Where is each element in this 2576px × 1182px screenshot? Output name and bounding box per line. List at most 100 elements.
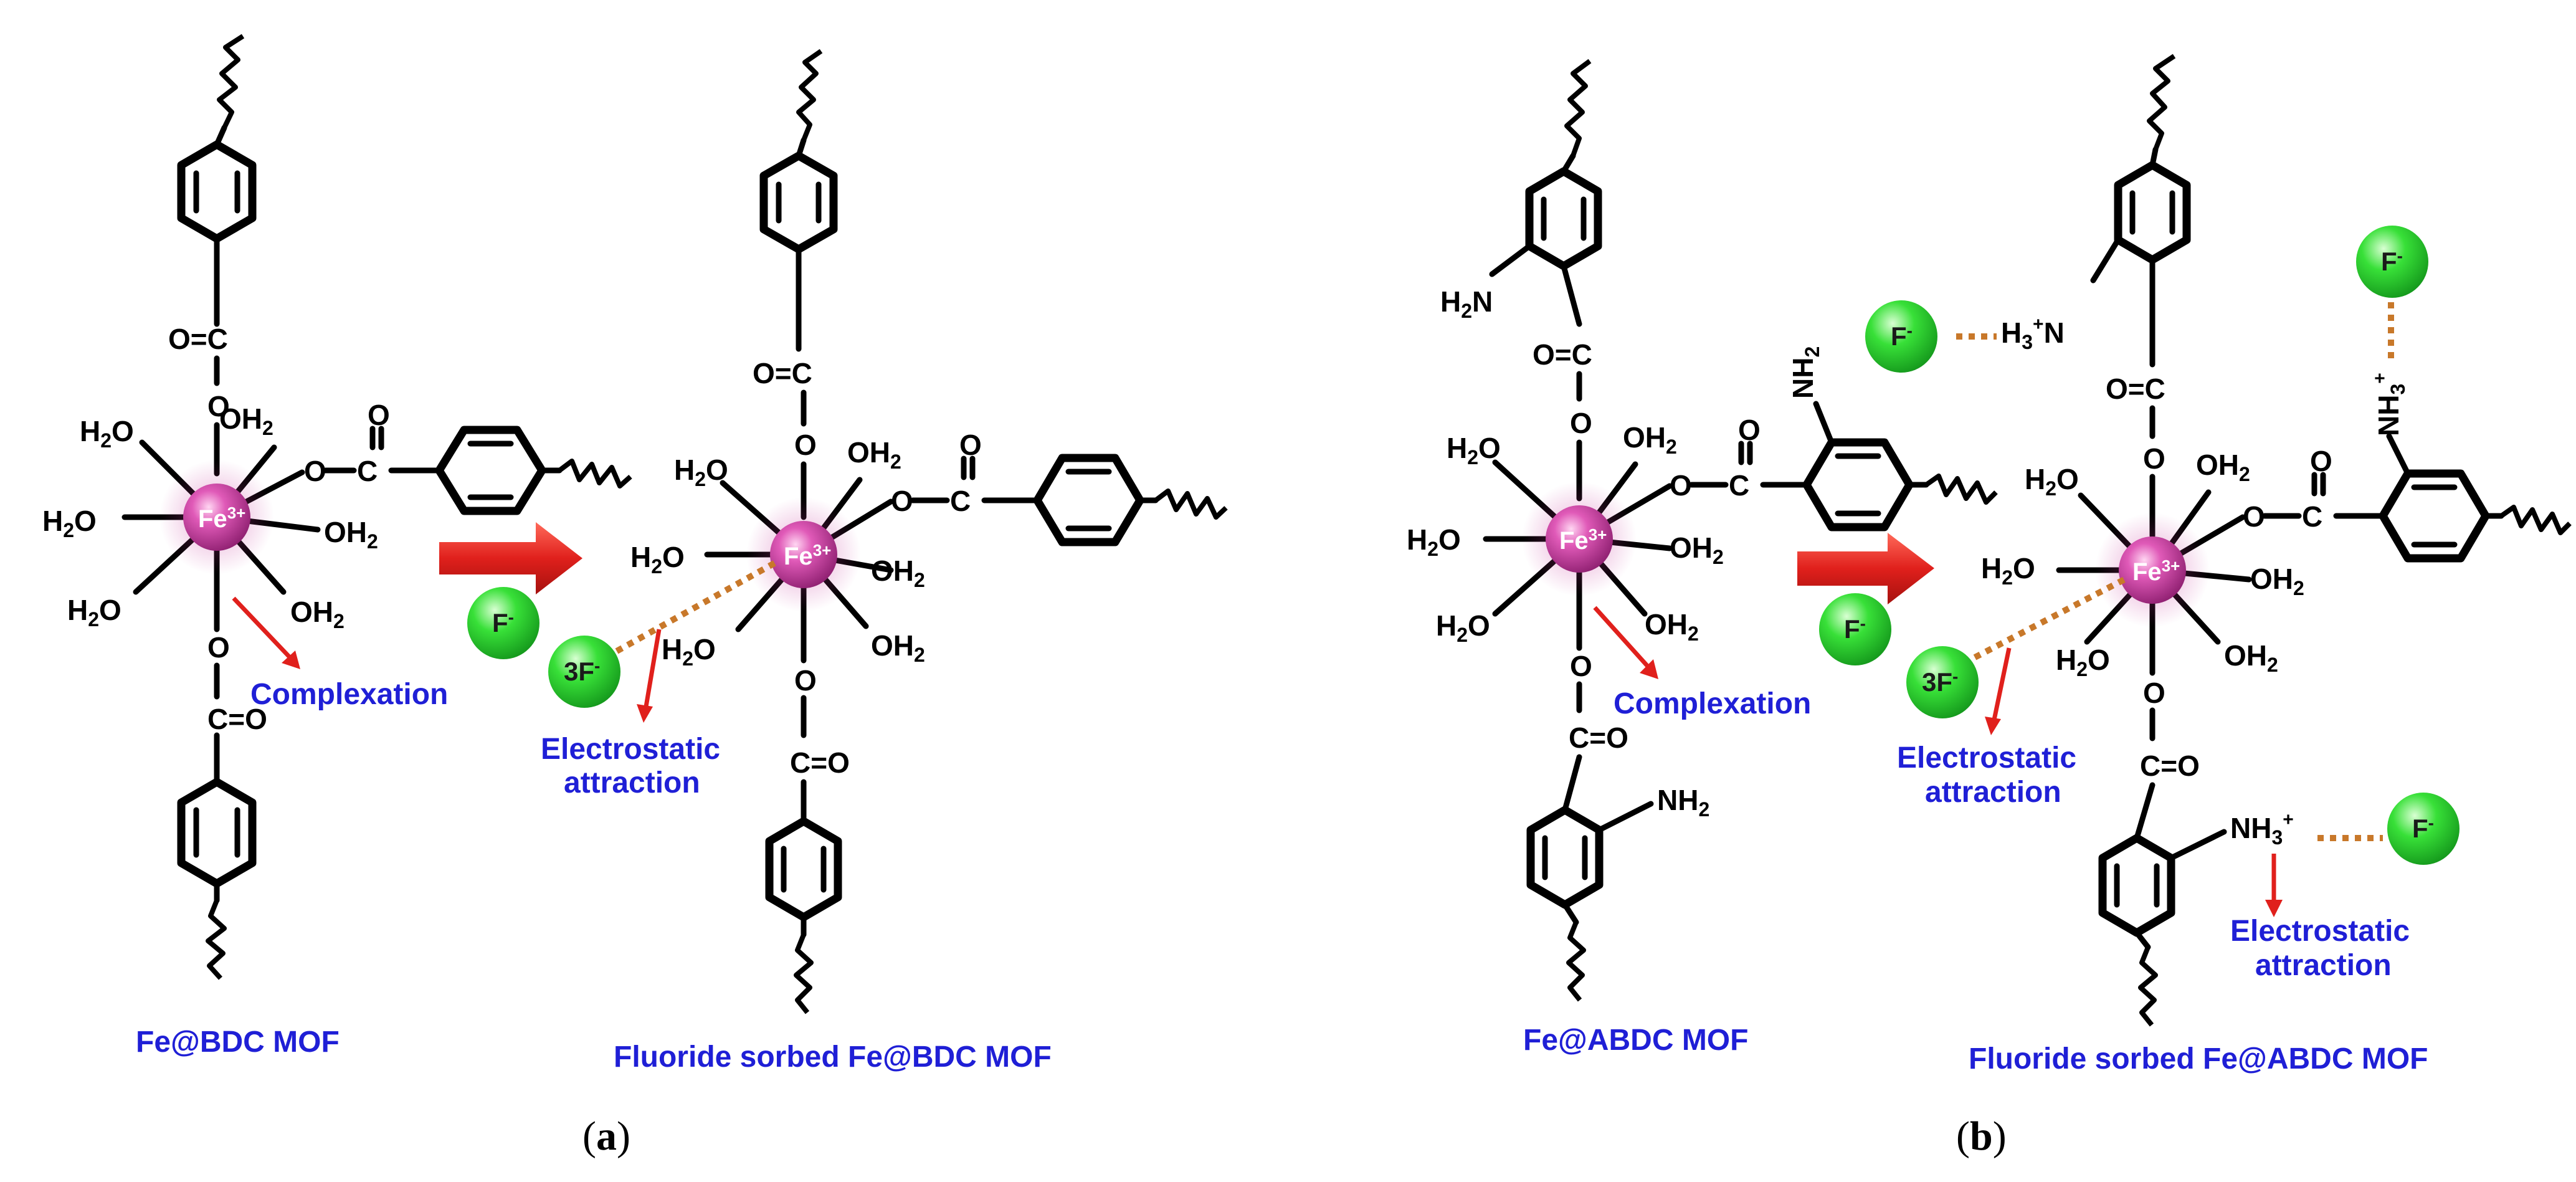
complexation-arrow	[1640, 659, 1658, 679]
fluoride-ion-sphere	[1906, 646, 1979, 718]
fluoride-ion-label: F-	[1891, 321, 1913, 351]
carboxylate-oxygen-top: O	[207, 390, 230, 422]
water-ligand: OH2	[871, 629, 925, 666]
fluoride-ion-sphere	[1865, 300, 1937, 373]
fe-bdc-structure: O=C O H2O OH2 H2O OH2 H2O OH2	[42, 34, 632, 1059]
fluoride-ion-label: F-	[492, 608, 514, 637]
carboxylate-oxygen-bottom: O	[207, 631, 230, 664]
fluoride-ion-sphere	[548, 636, 620, 708]
right-ammonium-benzene-ring: O C O	[2243, 433, 2572, 563]
top-ammonium-benzene-ring	[2090, 54, 2191, 368]
electrostatic-label: Electrostatic	[2230, 915, 2410, 948]
fe-ion-sphere	[183, 484, 250, 551]
water-ligand: H2O	[2056, 644, 2110, 680]
water-ligand: OH2	[847, 436, 901, 473]
fluoride-ion-label: F-	[2412, 813, 2434, 843]
fluoride-ion-sphere	[2356, 226, 2428, 298]
carboxyl-carbon-right: C	[950, 485, 971, 517]
three-fluoride-label: 3F-	[1922, 667, 1958, 697]
fe-ion-label: Fe3+	[1559, 525, 1607, 555]
carboxylate-oxygen-bottom: O	[794, 664, 817, 697]
fluoride-ion-sphere	[467, 587, 539, 659]
carbonyl-bottom: C=O	[2140, 750, 2200, 782]
bottom-ammonium-benzene-ring: O C=O	[2098, 677, 2227, 1027]
complexation-label: Complexation	[250, 678, 448, 711]
carbonyl-oxygen-right: O	[1738, 414, 1761, 446]
fluoride-ion-sphere	[1819, 593, 1891, 665]
fluoride-sorbed-fe-bdc-title: Fluoride sorbed Fe@BDC MOF	[614, 1041, 1052, 1074]
fe-ion-sphere	[770, 521, 837, 588]
carbonyl-oxygen-top: O=C	[2106, 373, 2165, 405]
water-ligand: OH2	[871, 555, 925, 591]
electrostatic-label: Electrostatic	[1897, 741, 2076, 774]
reaction-arrow-b	[1797, 533, 1934, 604]
carboxyl-carbon-right: C	[1729, 469, 1749, 502]
attraction-label: attraction	[2255, 949, 2392, 982]
carboxyl-carbon-right: C	[2302, 500, 2322, 533]
carboxylate-oxygen-top: O	[1570, 407, 1592, 439]
right-benzene-ring: O C O	[891, 429, 1228, 546]
carbonyl-oxygen-top: O=C	[168, 323, 228, 355]
carbonyl-bottom: C=O	[790, 746, 850, 779]
carbonyl-oxygen-top: O=C	[753, 357, 812, 389]
amine-group: NH2	[1657, 784, 1709, 821]
fe-ion-sphere	[2119, 536, 2186, 604]
right-benzene-ring: O C O	[304, 399, 632, 515]
carboxylate-oxygen-right: O	[891, 485, 913, 517]
carboxylate-oxygen-right: O	[1670, 469, 1692, 502]
fluoride-sorbed-fe-abdc-structure: H3+N F- O=C O H2O OH2 H2O OH2 H2O	[1819, 54, 2572, 1075]
reaction-arrow-a	[439, 522, 582, 594]
fe-abdc-structure: H2N O=C O H2O OH2 H2O OH2 H2O OH2	[1407, 59, 1998, 1057]
electrostatic-arrow	[2265, 900, 2283, 917]
water-ligand: H2O	[630, 541, 685, 578]
carbonyl-oxygen-top: O=C	[1533, 338, 1592, 371]
amine-group: NH2	[1787, 346, 1823, 399]
electrostatic-arrow	[637, 704, 653, 723]
fe-ion-label: Fe3+	[198, 503, 245, 533]
water-ligand: H2O	[2025, 463, 2079, 500]
water-ligand: H2O	[80, 415, 134, 452]
carbonyl-oxygen-right: O	[368, 399, 390, 431]
ammonium-group: H3+N	[2001, 314, 2065, 353]
water-ligand: H2O	[662, 633, 716, 670]
top-aminobenzene-ring	[1489, 59, 1602, 327]
fluoride-sorbed-fe-abdc-title: Fluoride sorbed Fe@ABDC MOF	[1969, 1042, 2428, 1075]
carboxylate-oxygen-top: O	[794, 429, 817, 461]
water-ligand: H2O	[1436, 609, 1490, 646]
carboxylate-oxygen-bottom: O	[1570, 650, 1592, 682]
water-ligand: OH2	[290, 596, 345, 632]
fluoride-ion-label: F-	[1844, 614, 1866, 644]
electrostatic-label: Electrostatic	[541, 733, 720, 766]
fe-ion-sphere	[1546, 505, 1613, 573]
carbonyl-bottom: C=O	[207, 703, 267, 735]
panel-b: H2N O=C O H2O OH2 H2O OH2 H2O OH2	[1407, 54, 2572, 1159]
bottom-aminobenzene-ring: O C=O	[1526, 650, 1654, 1002]
three-fluoride-label: 3F-	[564, 656, 600, 686]
complexation-arrow	[282, 651, 300, 669]
panel-b-caption: (b)	[1956, 1113, 2007, 1159]
water-ligand: OH2	[1645, 608, 1699, 645]
water-ligand: H2O	[1981, 552, 2035, 589]
complexation-label: Complexation	[1614, 687, 1811, 720]
ammonium-group: NH3+	[2230, 809, 2294, 849]
bottom-benzene-ring: O C=O	[177, 631, 267, 980]
carboxylate-oxygen-bottom: O	[2143, 677, 2165, 709]
fe-ion-label: Fe3+	[2132, 556, 2180, 586]
amine-group: H2N	[1440, 285, 1493, 322]
carbonyl-oxygen-right: O	[959, 429, 982, 461]
carboxylate-oxygen-top: O	[2143, 442, 2165, 475]
water-ligand: H2O	[1407, 523, 1461, 560]
fluoride-ion-sphere	[2387, 793, 2460, 865]
water-ligand: OH2	[2196, 449, 2250, 485]
electrostatic-arrow	[1985, 717, 2001, 735]
panel-a-caption: (a)	[582, 1113, 630, 1159]
carbonyl-bottom: C=O	[1569, 722, 1628, 754]
water-ligand: OH2	[1623, 421, 1677, 458]
top-benzene-ring	[177, 34, 257, 327]
fe-bdc-title: Fe@BDC MOF	[136, 1026, 340, 1059]
attraction-label: attraction	[564, 766, 700, 799]
water-ligand: H2O	[1447, 432, 1501, 469]
water-ligand: OH2	[219, 403, 273, 439]
ammonium-group: NH3+	[2370, 373, 2409, 436]
